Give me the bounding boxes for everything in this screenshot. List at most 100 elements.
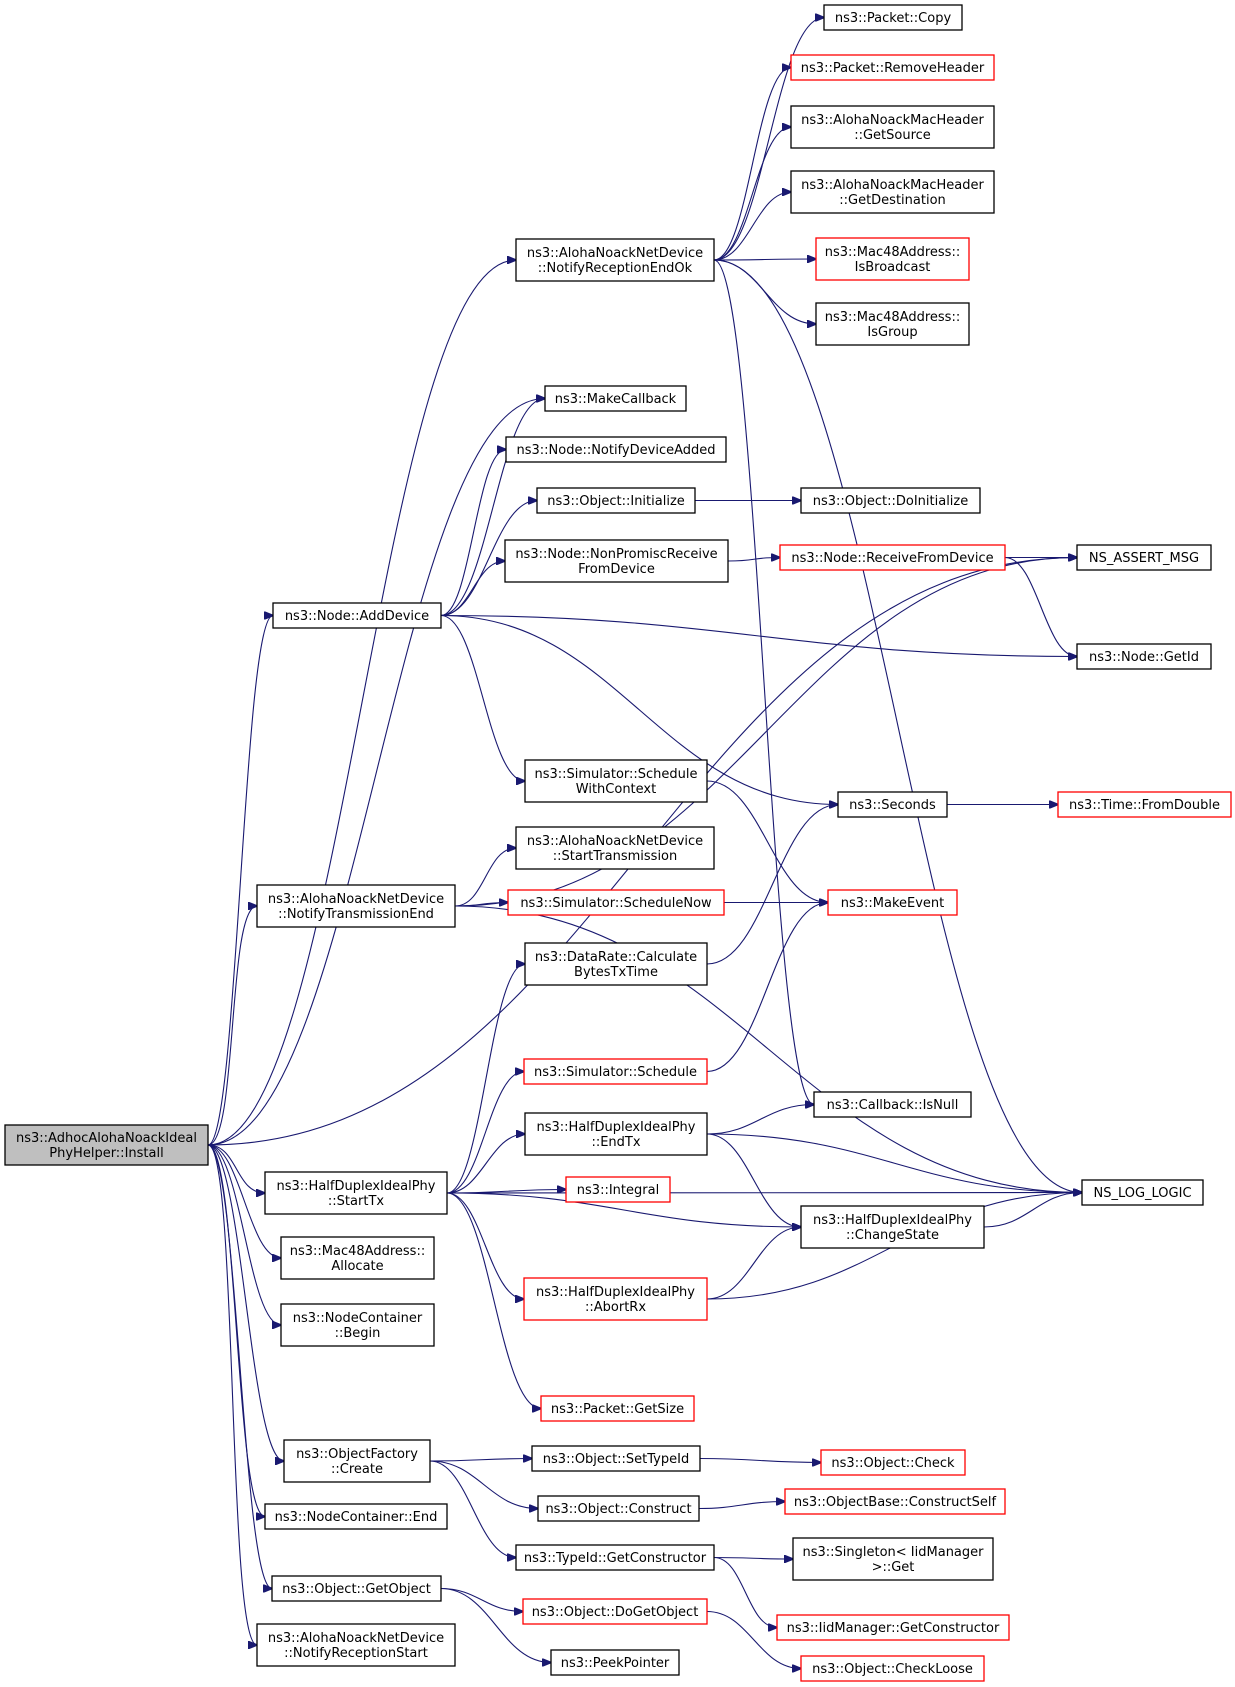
call-edge <box>713 259 1082 1193</box>
node-construct[interactable]: ns3::Object::Construct <box>537 1495 700 1522</box>
node-getsize[interactable]: ns3::Packet::GetSize <box>540 1395 695 1422</box>
node-getobject[interactable]: ns3::Object::GetObject <box>271 1575 442 1602</box>
call-edge <box>713 192 791 261</box>
node-label: ns3::Simulator::ScheduleNow <box>520 896 712 911</box>
node-objcheck[interactable]: ns3::Object::Check <box>820 1449 966 1476</box>
node-isgroup[interactable]: ns3::Mac48Address::IsGroup <box>815 302 970 346</box>
node-box <box>524 942 708 986</box>
node-endtx[interactable]: ns3::HalfDuplexIdealPhy::EndTx <box>524 1112 708 1156</box>
call-edge <box>207 616 273 1146</box>
edge-notifyrecvok-to-getdest <box>713 192 791 261</box>
node-schedulenow[interactable]: ns3::Simulator::ScheduleNow <box>507 889 725 916</box>
call-edge <box>706 1105 814 1135</box>
node-ofcreate[interactable]: ns3::ObjectFactory::Create <box>283 1439 431 1483</box>
node-starttransmission[interactable]: ns3::AlohaNoackNetDevice::StartTransmiss… <box>515 826 715 870</box>
call-edge <box>706 780 828 903</box>
node-notifyrecvok[interactable]: ns3::AlohaNoackNetDevice::NotifyReceptio… <box>515 238 715 282</box>
node-allocate[interactable]: ns3::Mac48Address::Allocate <box>280 1236 435 1280</box>
node-isbroadcast[interactable]: ns3::Mac48Address::IsBroadcast <box>815 237 970 281</box>
node-label: ns3::NodeContainer::End <box>275 1510 438 1525</box>
node-label: ns3::Simulator::Schedule <box>534 767 697 782</box>
node-loglogic[interactable]: NS_LOG_LOGIC <box>1081 1179 1204 1206</box>
node-getsource[interactable]: ns3::AlohaNoackMacHeader::GetSource <box>790 105 995 149</box>
node-removeheader[interactable]: ns3::Packet::RemoveHeader <box>790 54 995 81</box>
call-edge <box>446 1193 1082 1194</box>
node-settypeid[interactable]: ns3::Object::SetTypeId <box>531 1445 701 1472</box>
node-singletonget[interactable]: ns3::Singleton< IidManager>::Get <box>792 1537 994 1581</box>
node-checkloose[interactable]: ns3::Object::CheckLoose <box>800 1655 985 1682</box>
node-fromdouble[interactable]: ns3::Time::FromDouble <box>1057 791 1232 818</box>
node-getconstructor[interactable]: ns3::TypeId::GetConstructor <box>515 1544 715 1571</box>
node-iidgetconstructor[interactable]: ns3::IidManager::GetConstructor <box>776 1614 1010 1641</box>
node-receivefromdevice[interactable]: ns3::Node::ReceiveFromDevice <box>779 544 1006 571</box>
node-box <box>815 302 970 346</box>
node-doinitialize[interactable]: ns3::Object::DoInitialize <box>800 487 981 514</box>
node-starttx[interactable]: ns3::HalfDuplexIdealPhy::StartTx <box>264 1171 448 1215</box>
call-edge <box>207 1144 272 1589</box>
node-install[interactable]: ns3::AdhocAlohaNoackIdealPhyHelper::Inst… <box>4 1124 209 1166</box>
edge-install-to-getobject <box>207 1144 272 1589</box>
node-notifytxend[interactable]: ns3::AlohaNoackNetDevice::NotifyTransmis… <box>256 884 456 928</box>
call-edge <box>698 1502 785 1510</box>
node-box <box>1057 791 1232 818</box>
call-edge <box>207 906 257 1146</box>
node-copy[interactable]: ns3::Packet::Copy <box>823 4 963 31</box>
node-assertmsg[interactable]: NS_ASSERT_MSG <box>1076 544 1212 571</box>
edge-endtx-to-loglogic <box>706 1133 1082 1193</box>
node-adddevice[interactable]: ns3::Node::AddDevice <box>272 602 442 629</box>
edge-install-to-ncend <box>207 1144 265 1517</box>
call-edge <box>207 1144 265 1193</box>
node-abortrx[interactable]: ns3::HalfDuplexIdealPhy::AbortRx <box>523 1277 708 1321</box>
node-label: ns3::Mac48Address:: <box>290 1244 425 1259</box>
call-edge <box>207 1144 281 1258</box>
node-ncend[interactable]: ns3::NodeContainer::End <box>264 1503 448 1530</box>
node-isnull[interactable]: ns3::Callback::IsNull <box>813 1091 972 1118</box>
call-edge <box>429 1459 532 1462</box>
node-getdest[interactable]: ns3::AlohaNoackMacHeader::GetDestination <box>790 170 995 214</box>
node-label: ns3::MakeEvent <box>841 896 945 911</box>
node-label: ns3::Node::NotifyDeviceAdded <box>516 443 715 458</box>
node-box <box>283 1439 431 1483</box>
edge-install-to-notifyrecvok <box>207 260 516 1146</box>
node-changestate[interactable]: ns3::HalfDuplexIdealPhy::ChangeState <box>800 1205 985 1249</box>
edge-adddevice-to-seconds <box>440 614 838 805</box>
node-label: ns3::Packet::GetSize <box>551 1402 684 1417</box>
node-label: Allocate <box>331 1259 383 1274</box>
edge-starttx-to-endtx <box>446 1134 525 1194</box>
node-box <box>524 759 708 803</box>
call-edge <box>446 1192 541 1409</box>
call-edge <box>706 1133 801 1227</box>
node-box <box>522 1598 708 1625</box>
node-box <box>280 1236 435 1280</box>
edge-starttx-to-changestate <box>446 1192 801 1227</box>
node-notifyrecvstart[interactable]: ns3::AlohaNoackNetDevice::NotifyReceptio… <box>256 1623 456 1667</box>
node-initialize[interactable]: ns3::Object::Initialize <box>536 487 696 514</box>
node-integral[interactable]: ns3::Integral <box>565 1176 671 1203</box>
node-label: ns3::Node::NonPromiscReceive <box>515 547 717 562</box>
node-notifydeviceadded[interactable]: ns3::Node::NotifyDeviceAdded <box>505 436 727 463</box>
node-box <box>813 1091 972 1118</box>
node-box <box>280 1303 435 1347</box>
edge-getobject-to-peekpointer <box>440 1587 551 1663</box>
node-seconds[interactable]: ns3::Seconds <box>837 791 948 818</box>
call-edge <box>706 903 828 1073</box>
node-box <box>1081 1179 1204 1206</box>
node-peekpointer[interactable]: ns3::PeekPointer <box>550 1649 680 1676</box>
node-getid[interactable]: ns3::Node::GetId <box>1076 643 1212 670</box>
node-constructself[interactable]: ns3::ObjectBase::ConstructSelf <box>784 1488 1006 1515</box>
node-label: ns3::Object::DoGetObject <box>532 1605 699 1620</box>
node-box <box>1076 544 1212 571</box>
node-dogetobject[interactable]: ns3::Object::DoGetObject <box>522 1598 708 1625</box>
node-box <box>837 791 948 818</box>
node-ncbegin[interactable]: ns3::NodeContainer::Begin <box>280 1303 435 1347</box>
node-schedule[interactable]: ns3::Simulator::Schedule <box>523 1058 708 1085</box>
call-edge <box>429 1460 516 1558</box>
node-label: ::NotifyReceptionStart <box>284 1646 428 1661</box>
node-makecallback[interactable]: ns3::MakeCallback <box>544 385 687 412</box>
edge-install-to-notifytxend <box>207 906 257 1146</box>
node-makeevent[interactable]: ns3::MakeEvent <box>827 889 958 916</box>
edge-starttx-to-abortrx <box>446 1192 524 1299</box>
